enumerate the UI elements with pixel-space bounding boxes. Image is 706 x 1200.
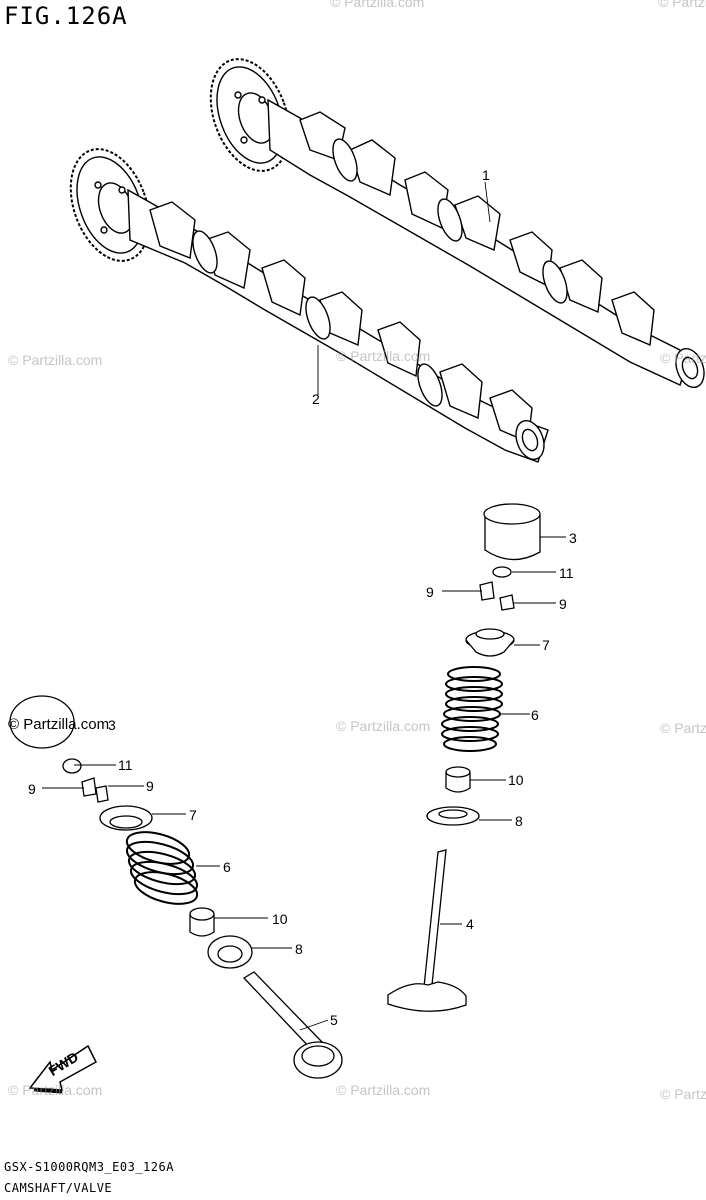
spring-seat-left	[207, 935, 253, 969]
callout-6-left: 6	[223, 859, 231, 875]
watermark: © Partzilla.com	[660, 350, 706, 366]
callout-5: 5	[330, 1012, 338, 1028]
camshaft-1	[209, 58, 705, 389]
watermark: © Partzilla.com	[658, 0, 706, 10]
valve-spring-right	[441, 666, 503, 752]
valve-stem-seal-right	[445, 766, 471, 793]
tappet-left	[9, 695, 75, 749]
watermark: © Partzilla.com	[336, 718, 431, 734]
callout-10-right: 10	[508, 772, 524, 788]
callout-4: 4	[466, 916, 474, 932]
watermark: © Partzilla.com	[660, 720, 706, 736]
cotter-left-a	[81, 777, 97, 797]
spring-seat-right	[426, 806, 480, 826]
callout-3-right: 3	[569, 530, 577, 546]
callout-10-left: 10	[272, 911, 288, 927]
watermark: © Partzilla.com	[336, 348, 431, 364]
intake-valve	[387, 849, 467, 1012]
callout-3-left: 3	[108, 717, 116, 733]
callout-9-right-b: 9	[559, 596, 567, 612]
cotter-right-a	[479, 581, 495, 601]
callout-8-right: 8	[515, 813, 523, 829]
callout-2: 2	[312, 391, 320, 407]
figure-title: FIG.126A	[4, 2, 128, 30]
valve-spring-left	[125, 831, 199, 905]
figure-name: CAMSHAFT/VALVE	[4, 1181, 113, 1195]
right-valve-assembly	[387, 503, 541, 1012]
watermark: © Partzilla.com	[660, 1086, 706, 1102]
fwd-arrow	[28, 1044, 97, 1094]
retainer-left	[99, 805, 153, 831]
tappet-right	[483, 503, 541, 561]
valve-stem-seal-left	[189, 907, 215, 937]
callout-11-left: 11	[118, 757, 133, 773]
callout-7-right: 7	[542, 637, 550, 653]
retainer-right	[465, 628, 515, 657]
watermark: © Partzilla.com	[8, 716, 110, 733]
callout-11-right: 11	[559, 565, 574, 581]
leader-lines	[42, 536, 566, 1031]
camshaft-2	[69, 148, 549, 463]
callout-9-right-a: 9	[426, 584, 434, 600]
watermark: © Partzilla.com	[8, 1082, 103, 1098]
exhaust-valve	[242, 971, 343, 1079]
callout-1: 1	[482, 167, 490, 183]
callout-8-left: 8	[295, 941, 303, 957]
callout-6-right: 6	[531, 707, 539, 723]
figure-code: GSX-S1000RQM3_E03_126A	[4, 1160, 174, 1174]
cotter-right-b	[499, 594, 515, 611]
callout-9-left-a: 9	[28, 781, 36, 797]
callout-7-left: 7	[189, 807, 197, 823]
left-valve-assembly	[9, 695, 343, 1079]
callout-9-left-b: 9	[146, 778, 154, 794]
cotter-left-b	[95, 785, 109, 803]
shim-left	[62, 758, 82, 774]
shim-right	[492, 566, 512, 578]
watermark: © Partzilla.com	[8, 352, 103, 368]
watermark: © Partzilla.com	[336, 1082, 431, 1098]
watermark: © Partzilla.com	[330, 0, 425, 10]
